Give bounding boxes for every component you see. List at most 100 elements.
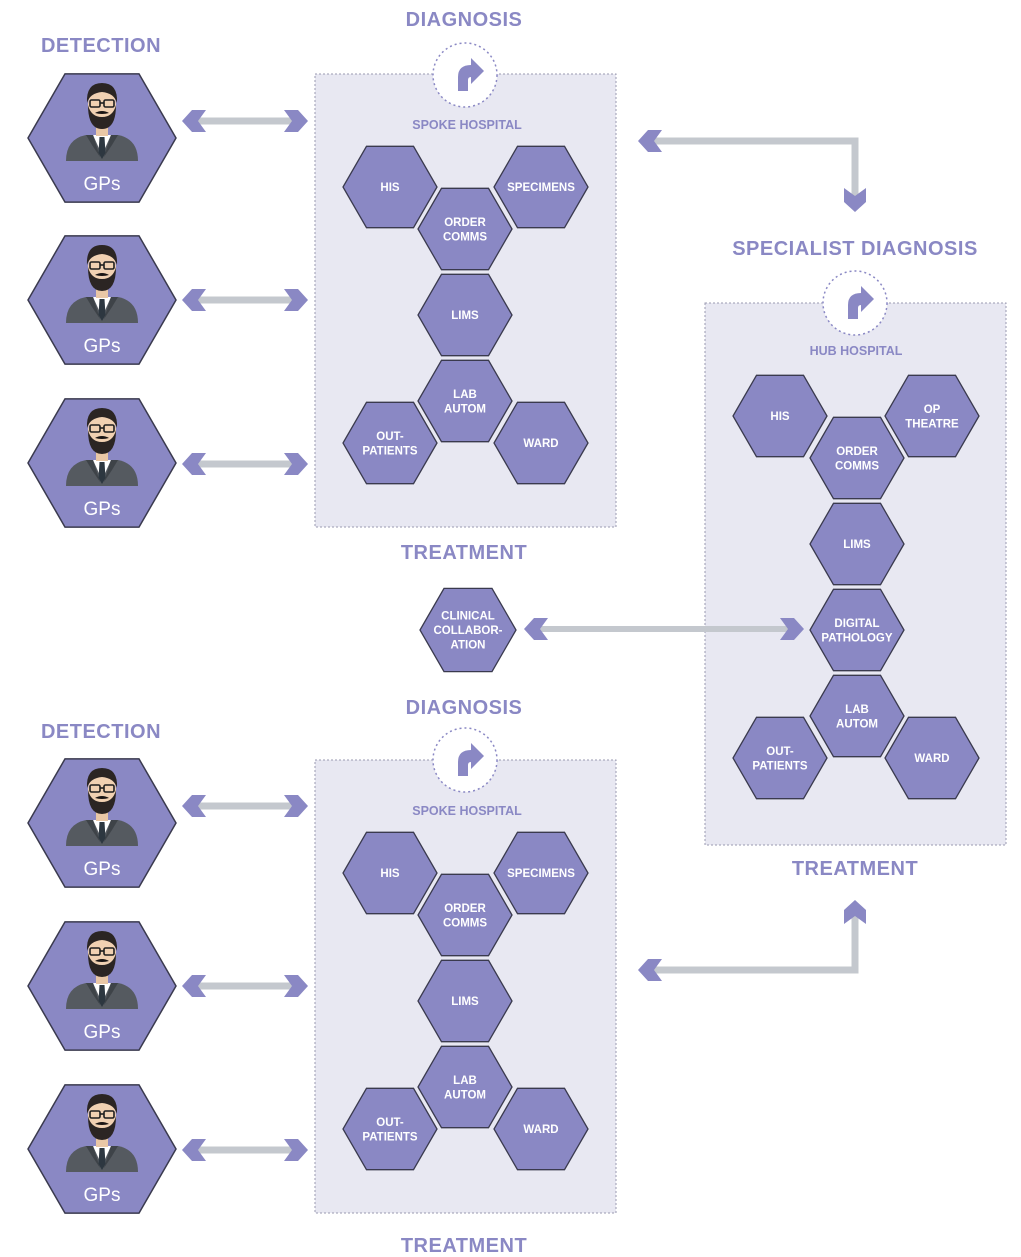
- hub-node-his: HIS: [732, 374, 828, 458]
- double-arrow-connector: [182, 975, 308, 997]
- heading-diagnosis-top: DIAGNOSIS: [406, 9, 523, 31]
- node-label: DIGITAL: [834, 618, 879, 630]
- spoke-top-node-out-patients: OUT-PATIENTS: [342, 401, 438, 485]
- hexagon-shape: [493, 145, 589, 229]
- node-label: LIMS: [843, 539, 871, 551]
- hub-node-lims: LIMS: [809, 502, 905, 586]
- doctor-avatar-icon: [66, 83, 138, 161]
- double-arrow-connector: [182, 795, 308, 817]
- node-label: LAB: [453, 389, 477, 401]
- node-label: CLINICAL: [441, 611, 495, 623]
- hexagon-shape: [732, 716, 828, 800]
- arrowhead-icon: [182, 975, 206, 997]
- spoke-bottom-node-out-patients: OUT-PATIENTS: [342, 1087, 438, 1171]
- arrowhead-icon: [638, 959, 662, 981]
- double-arrow-connector: [182, 453, 308, 475]
- hexagon-shape: [342, 401, 438, 485]
- node-label: ATION: [451, 640, 486, 652]
- node-label: LAB: [845, 704, 869, 716]
- node-label: AUTOM: [444, 403, 486, 415]
- hexagon-shape: [884, 374, 980, 458]
- spoke-top-node-ward: WARD: [493, 401, 589, 485]
- node-label: HIS: [380, 182, 400, 194]
- node-label: ORDER: [444, 903, 486, 915]
- spoke-hospital-bottom-title: SPOKE HOSPITAL: [412, 804, 522, 818]
- rotate-arrow-icon: [822, 270, 888, 336]
- gp-label: GPs: [84, 1185, 121, 1206]
- arrowhead-icon: [284, 1139, 308, 1161]
- arrowhead-icon: [844, 900, 866, 924]
- spoke-top-node-lab-autom: LAB AUTOM: [417, 359, 513, 443]
- heading-treatment-hub: TREATMENT: [792, 858, 918, 880]
- hub-node-lab-autom: LAB AUTOM: [809, 674, 905, 758]
- gp-node: GPs: [27, 235, 177, 365]
- arrowhead-icon: [182, 1139, 206, 1161]
- arrowhead-icon: [780, 618, 804, 640]
- doctor-avatar-icon: [66, 408, 138, 486]
- arrowhead-icon: [182, 453, 206, 475]
- gp-node: GPs: [27, 758, 177, 888]
- arrowhead-icon: [182, 795, 206, 817]
- gp-label: GPs: [84, 499, 121, 520]
- arrowhead-icon: [182, 110, 206, 132]
- gp-node: GPs: [27, 1084, 177, 1214]
- node-label: COMMS: [835, 460, 879, 472]
- node-label: OUT-: [376, 1117, 404, 1129]
- hub-node-ward: WARD: [884, 716, 980, 800]
- hexagon-shape: [809, 674, 905, 758]
- gp-node: GPs: [27, 921, 177, 1051]
- gp-label: GPs: [84, 1022, 121, 1043]
- arrowhead-icon: [524, 618, 548, 640]
- arrowhead-icon: [284, 975, 308, 997]
- node-label: AUTOM: [444, 1089, 486, 1101]
- rotate-arrow-icon: [432, 42, 498, 108]
- node-label: OP: [924, 404, 941, 416]
- node-label: AUTOM: [836, 718, 878, 730]
- arrowhead-icon: [844, 188, 866, 212]
- spoke-hospital-top-title: SPOKE HOSPITAL: [412, 118, 522, 132]
- spoke-top-to-hub-connector: [638, 130, 866, 212]
- spoke-bottom-node-specimens: SPECIMENS: [493, 831, 589, 915]
- node-label: COMMS: [443, 231, 487, 243]
- node-label: ORDER: [444, 217, 486, 229]
- hexagon-shape: [417, 1045, 513, 1129]
- clinical-node-clinical-collabor-ation: CLINICAL COLLABOR- ATION: [419, 587, 517, 673]
- spoke-bottom-node-his: HIS: [342, 831, 438, 915]
- hexagon-shape: [809, 588, 905, 672]
- node-label: COLLABOR-: [434, 625, 503, 637]
- hexagon-shape: [493, 1087, 589, 1171]
- rotate-arrow-icon: [432, 727, 498, 793]
- hexagon-shape: [493, 401, 589, 485]
- doctor-avatar-icon: [66, 931, 138, 1009]
- hub-node-out-patients: OUT-PATIENTS: [732, 716, 828, 800]
- node-label: PATIENTS: [752, 760, 807, 772]
- hexagon-shape: [809, 502, 905, 586]
- arrowhead-icon: [182, 289, 206, 311]
- gp-node: GPs: [27, 398, 177, 528]
- hexagon-shape: [417, 273, 513, 357]
- hexagon-shape: [342, 831, 438, 915]
- double-arrow-connector: [182, 1139, 308, 1161]
- heading-diagnosis-bottom: DIAGNOSIS: [406, 697, 523, 719]
- node-label: HIS: [770, 411, 790, 423]
- connectors: [182, 110, 866, 1161]
- spoke-top-node-order-comms: ORDER COMMS: [417, 187, 513, 271]
- heading-detection-top: DETECTION: [41, 35, 161, 57]
- spoke-top-node-lims: LIMS: [417, 273, 513, 357]
- spoke-bottom-to-hub-connector: [638, 900, 866, 981]
- node-label: WARD: [523, 1124, 558, 1136]
- hexagon-shape: [342, 145, 438, 229]
- heading-detection-bottom: DETECTION: [41, 721, 161, 743]
- doctor-avatar-icon: [66, 768, 138, 846]
- arrowhead-icon: [284, 795, 308, 817]
- gp-label: GPs: [84, 859, 121, 880]
